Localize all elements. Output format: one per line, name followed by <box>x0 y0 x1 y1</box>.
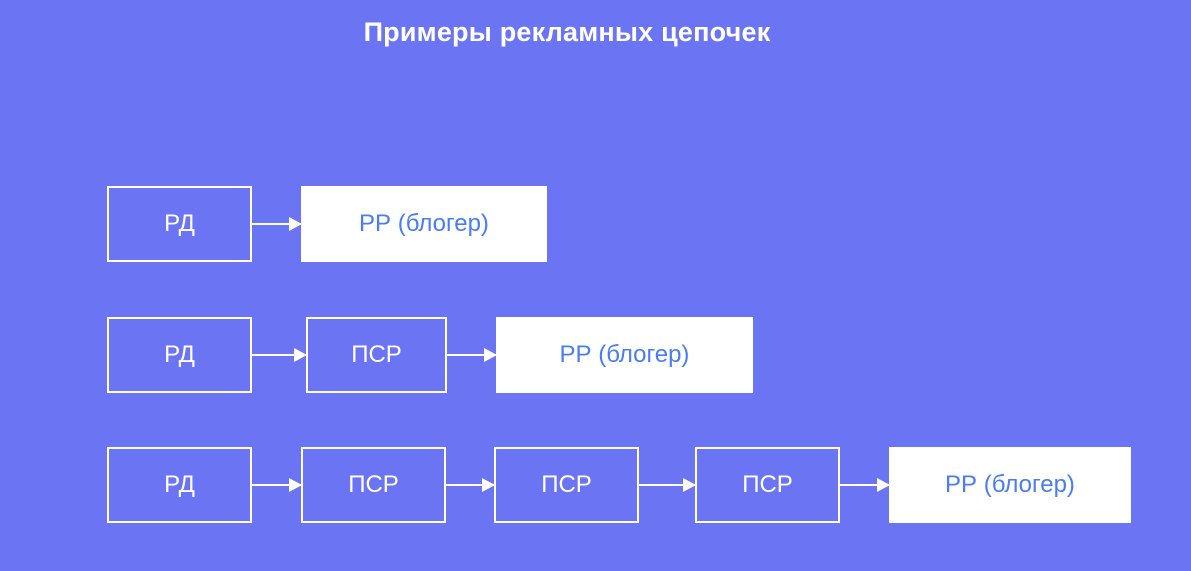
node-label: ПСР <box>351 341 402 368</box>
node-label: РР (блогер) <box>945 471 1075 498</box>
arrow-right-icon <box>446 484 494 486</box>
node-label: РР (блогер) <box>559 341 690 368</box>
chain-row-3: РД ПСР ПСР ПСР РР (блогер) <box>107 447 1131 523</box>
arrow-right-icon <box>840 484 889 486</box>
node-label: РД <box>164 210 195 237</box>
arrow-right-icon <box>252 223 301 225</box>
node-psr: ПСР <box>494 447 639 523</box>
node-rr-bloger: РР (блогер) <box>496 317 753 393</box>
node-rd: РД <box>107 447 252 523</box>
node-rd: РД <box>107 186 252 262</box>
arrow-right-icon <box>252 354 306 356</box>
node-label: ПСР <box>742 471 793 498</box>
arrow-right-icon <box>447 354 496 356</box>
arrow-right-icon <box>252 484 301 486</box>
chain-row-1: РД РР (блогер) <box>107 186 547 262</box>
arrow-right-icon <box>639 484 695 486</box>
node-label: ПСР <box>541 471 592 498</box>
node-psr: ПСР <box>306 317 447 393</box>
node-rr-bloger: РР (блогер) <box>889 447 1131 523</box>
node-label: РД <box>164 471 195 498</box>
chain-row-2: РД ПСР РР (блогер) <box>107 317 753 393</box>
node-rr-bloger: РР (блогер) <box>301 186 547 262</box>
node-psr: ПСР <box>695 447 840 523</box>
node-label: РР (блогер) <box>359 210 489 237</box>
page-title: Примеры рекламных цепочек <box>363 17 771 47</box>
node-rd: РД <box>107 317 252 393</box>
node-label: РД <box>164 341 195 368</box>
node-psr: ПСР <box>301 447 446 523</box>
node-label: ПСР <box>348 471 399 498</box>
